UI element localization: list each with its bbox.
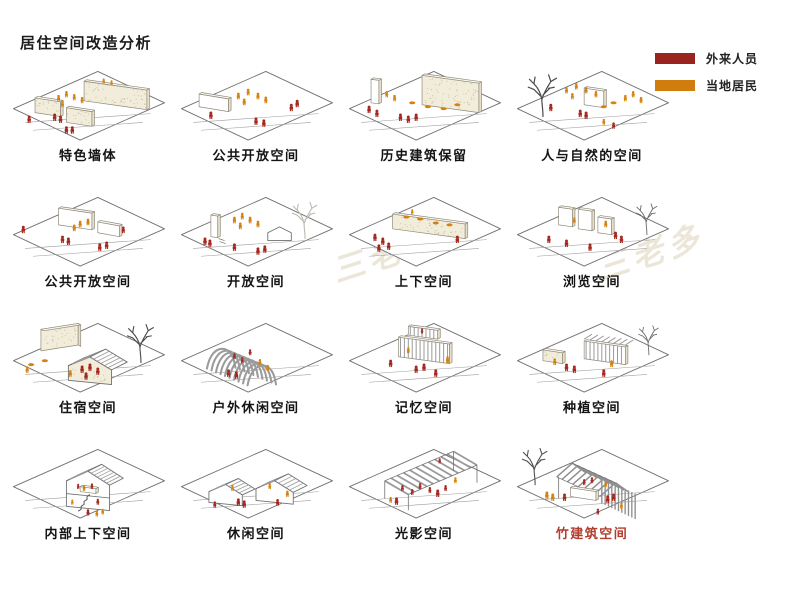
legend-item-locals: 当地居民 (655, 77, 758, 94)
cell-label: 种植空间 (562, 400, 621, 415)
cell-open-space: 开放空间 (172, 168, 340, 294)
cell-leisure-space: 休闲空间 (172, 420, 340, 546)
cell-planting-space: 种植空间 (508, 294, 676, 420)
cell-label: 浏览空间 (562, 274, 621, 289)
public-open-a-scene (181, 70, 333, 141)
cell-bamboo-space: 竹建筑空间 (508, 420, 676, 546)
legend-label: 当地居民 (706, 79, 759, 93)
page-title: 居住空间改造分析 (20, 35, 153, 53)
outdoor-leisure-scene (181, 322, 333, 393)
updown-space-scene (349, 196, 501, 267)
cell-updown-space: 上下空间 (340, 168, 508, 294)
cell-label: 内部上下空间 (44, 526, 132, 541)
leisure-space-scene (181, 448, 333, 519)
light-shadow-scene (349, 448, 501, 519)
nature-space-scene (517, 70, 669, 141)
cell-nature-space: 人与自然的空间 (508, 42, 676, 168)
cell-label: 竹建筑空间 (555, 526, 629, 541)
legend: 外来人员 当地居民 (655, 50, 758, 94)
cell-label: 开放空间 (226, 274, 285, 289)
cell-label: 记忆空间 (394, 400, 453, 415)
interior-updown-scene (13, 448, 165, 519)
cell-interior-updown: 内部上下空间 (4, 420, 172, 546)
cell-label: 光影空间 (394, 526, 453, 541)
diagram-grid: 特色墙体 公共开放空间 历史建筑保留 人与自然的空间 公共开放空间 开放空间 上… (4, 42, 676, 546)
cell-label: 特色墙体 (58, 148, 117, 163)
cell-public-open-a: 公共开放空间 (172, 42, 340, 168)
cell-public-open-b: 公共开放空间 (4, 168, 172, 294)
cell-label: 上下空间 (394, 274, 453, 289)
cell-label: 休闲空间 (226, 526, 285, 541)
legend-label: 外来人员 (706, 52, 759, 66)
browse-space-scene (517, 196, 669, 267)
cell-lodging-space: 住宿空间 (4, 294, 172, 420)
planting-space-scene (517, 322, 669, 393)
cell-label: 人与自然的空间 (541, 148, 643, 163)
feature-walls-scene (13, 70, 165, 141)
cell-feature-walls: 特色墙体 (4, 42, 172, 168)
cell-label: 公共开放空间 (212, 148, 300, 163)
memory-space-scene (349, 322, 501, 393)
lodging-space-scene (13, 322, 165, 393)
cell-light-shadow: 光影空间 (340, 420, 508, 546)
cell-browse-space: 浏览空间 (508, 168, 676, 294)
cell-label: 住宿空间 (58, 400, 117, 415)
public-open-b-scene (13, 196, 165, 267)
history-preserve-scene (349, 70, 501, 141)
cell-outdoor-leisure: 户外休闲空间 (172, 294, 340, 420)
cell-label: 历史建筑保留 (380, 148, 468, 163)
cell-label: 公共开放空间 (44, 274, 132, 289)
open-space-scene (181, 196, 333, 267)
cell-label: 户外休闲空间 (212, 400, 300, 415)
bamboo-space-scene (517, 447, 669, 520)
visitor-color-swatch (655, 53, 695, 64)
local-color-swatch (655, 80, 695, 91)
cell-memory-space: 记忆空间 (340, 294, 508, 420)
legend-item-visitors: 外来人员 (655, 50, 758, 67)
cell-history-preserve: 历史建筑保留 (340, 42, 508, 168)
